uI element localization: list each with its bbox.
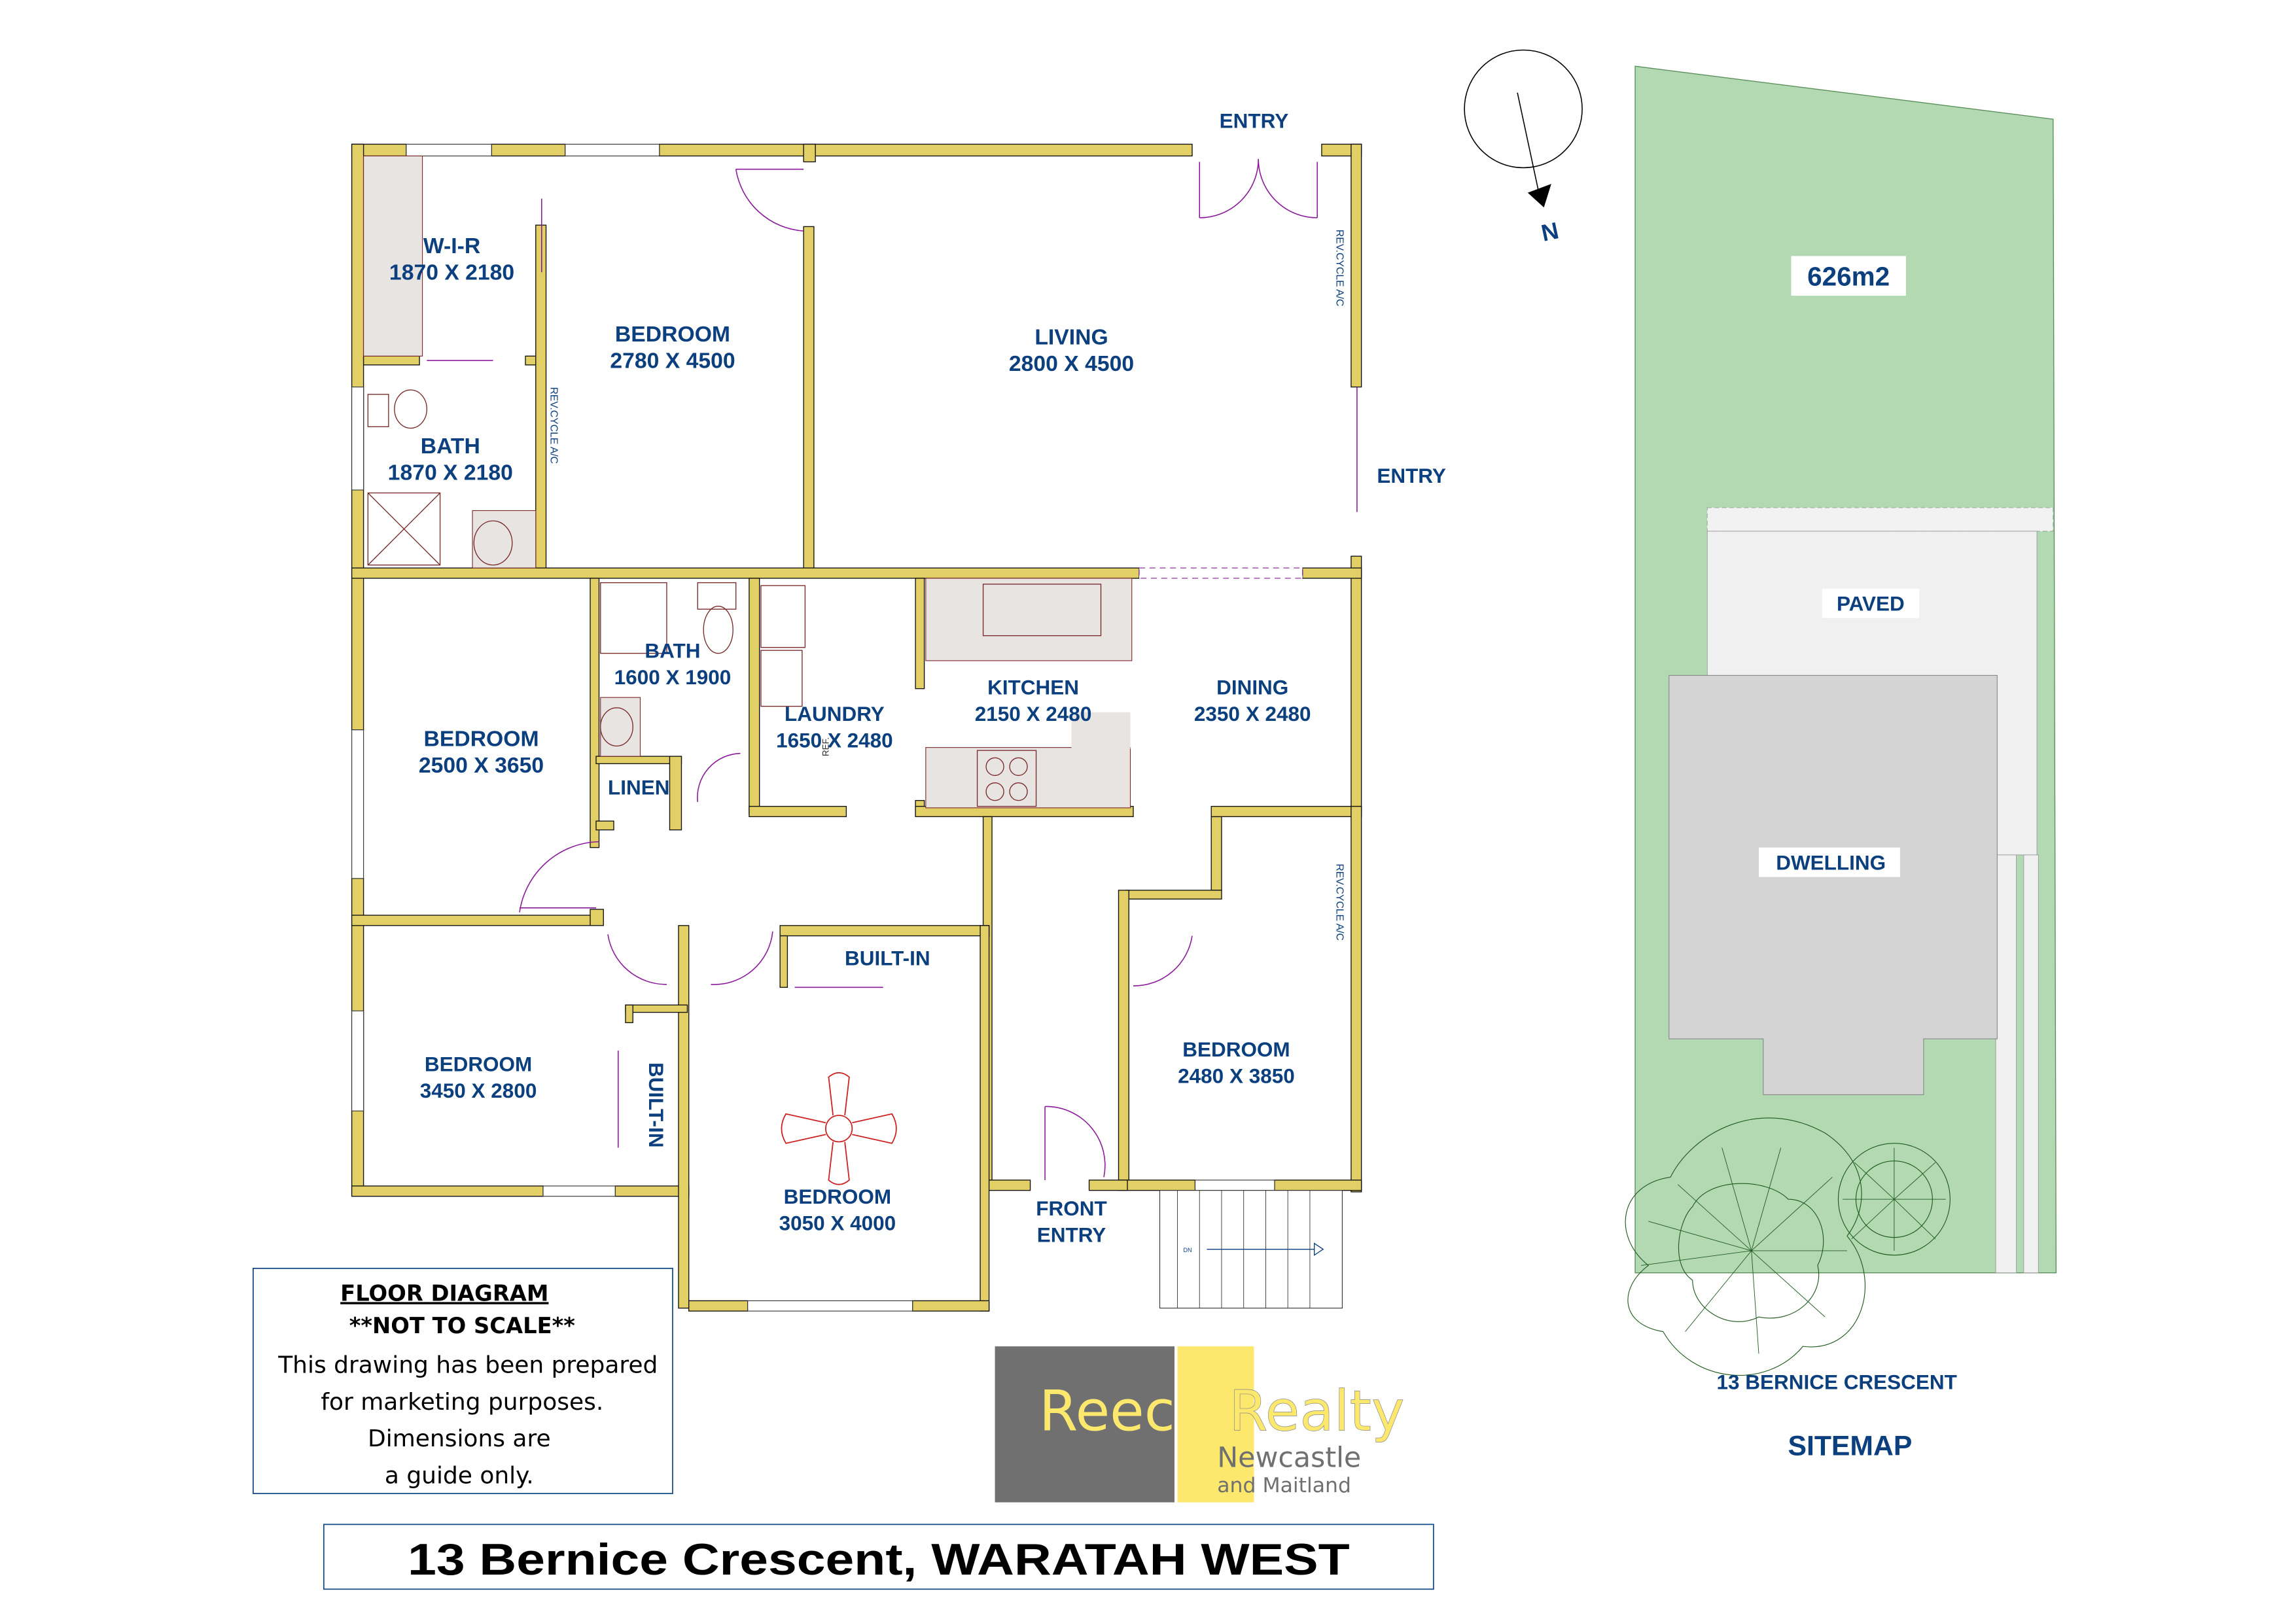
disclaimer-title: FLOOR DIAGRAM [340,1280,548,1306]
disclaimer-line-2: for marketing purposes. [321,1389,603,1416]
room-dims-wir: 1870 X 2180 [389,260,514,285]
address-banner: 13 Bernice Crescent, WARATAH WEST [323,1524,1434,1590]
logo-maitland: and Maitland [1217,1474,1351,1497]
entry-label-top: ENTRY [1220,109,1289,133]
ac-label-3: REV.CYCLE A/C [1333,864,1345,940]
north-label: N [1539,217,1561,247]
floor-plan: DN W-I-R 1870 X 2180 BED [351,109,1446,1312]
fixtures: DN [363,155,1343,1309]
room-dims-bedroom-3: 3450 X 2800 [420,1079,537,1102]
room-labels: W-I-R 1870 X 2180 BEDROOM 2780 X 4500 LI… [388,109,1446,1247]
room-dims-master-bedroom: 2780 X 4500 [610,348,735,373]
north-arrow-icon: N [1464,49,1583,247]
stairs: DN [1159,1190,1343,1309]
room-dims-bath: 1600 X 1900 [614,665,732,689]
room-dims-bedroom-5: 2480 X 3850 [1178,1064,1295,1087]
built-in-label-1: BUILT-IN [845,947,930,970]
room-label-kitchen: KITCHEN [987,676,1079,699]
address-title: 13 Bernice Crescent, WARATAH WEST [408,1535,1350,1584]
ac-label-1: REV.CYCLE A/C [548,387,559,464]
room-label-bedroom-3: BEDROOM [425,1053,532,1076]
room-label-bedroom-2: BEDROOM [424,726,539,751]
ref-label: REF. [821,737,830,756]
room-dims-ensuite: 1870 X 2180 [388,460,513,485]
room-label-laundry: LAUNDRY [785,702,885,725]
tree-icon [1625,1117,1951,1376]
room-label-bath: BATH [645,638,700,662]
room-label-dining: DINING [1216,676,1288,699]
dwelling-label: DWELLING [1776,850,1886,874]
logo-reece: Reece [1039,1379,1209,1444]
room-label-bedroom-4: BEDROOM [784,1185,891,1208]
built-in-label-2: BUILT-IN [645,1062,668,1148]
room-label-living: LIVING [1034,324,1108,349]
disclaimer-subtitle: **NOT TO SCALE** [349,1313,575,1338]
room-label-ensuite: BATH [421,434,480,459]
windows [351,143,1303,1312]
disclaimer-line-3: Dimensions are [368,1425,551,1452]
room-label-master-bedroom: BEDROOM [615,322,730,347]
reece-realty-logo: Reece Realty Newcastle and Maitland [995,1346,1405,1503]
sitemap-title: SITEMAP [1788,1431,1912,1462]
front-entry-label-1: FRONT [1036,1196,1106,1220]
room-label-wir: W-I-R [423,234,480,258]
entry-label-side: ENTRY [1377,464,1446,487]
disclaimer-box: FLOOR DIAGRAM **NOT TO SCALE** This draw… [253,1268,673,1494]
room-dims-living: 2800 X 4500 [1009,351,1134,376]
linen-label: LINEN [608,776,669,799]
disclaimer-line-1: This drawing has been prepared [277,1352,658,1379]
ac-label-2: REV.CYCLE A/C [1333,230,1345,306]
logo-realty: Realty [1229,1379,1404,1444]
room-dims-laundry: 1650 X 2480 [776,729,893,752]
dwelling-footprint [1669,674,1998,1096]
room-label-bedroom-5: BEDROOM [1182,1038,1290,1061]
doors [427,158,1358,1180]
room-dims-dining: 2350 X 2480 [1194,702,1311,725]
sitemap: 626m2 PAVED DWELLING 13 BERNICE CRESCE [1625,65,2057,1462]
logo-newcastle: Newcastle [1217,1442,1361,1475]
street-label: 13 BERNICE CRESCENT [1716,1370,1956,1393]
lot-area-label: 626m2 [1807,261,1890,291]
room-dims-bedroom-4: 3050 X 4000 [779,1211,896,1234]
ceiling-fan-icon [781,1072,897,1185]
disclaimer-line-4: a guide only. [385,1462,534,1489]
stairs-dn-label: DN [1183,1247,1192,1253]
paved-label: PAVED [1837,591,1905,615]
front-entry-label-2: ENTRY [1037,1223,1106,1246]
room-dims-kitchen: 2150 X 2480 [975,702,1092,725]
room-dims-bedroom-2: 2500 X 3650 [419,753,544,778]
